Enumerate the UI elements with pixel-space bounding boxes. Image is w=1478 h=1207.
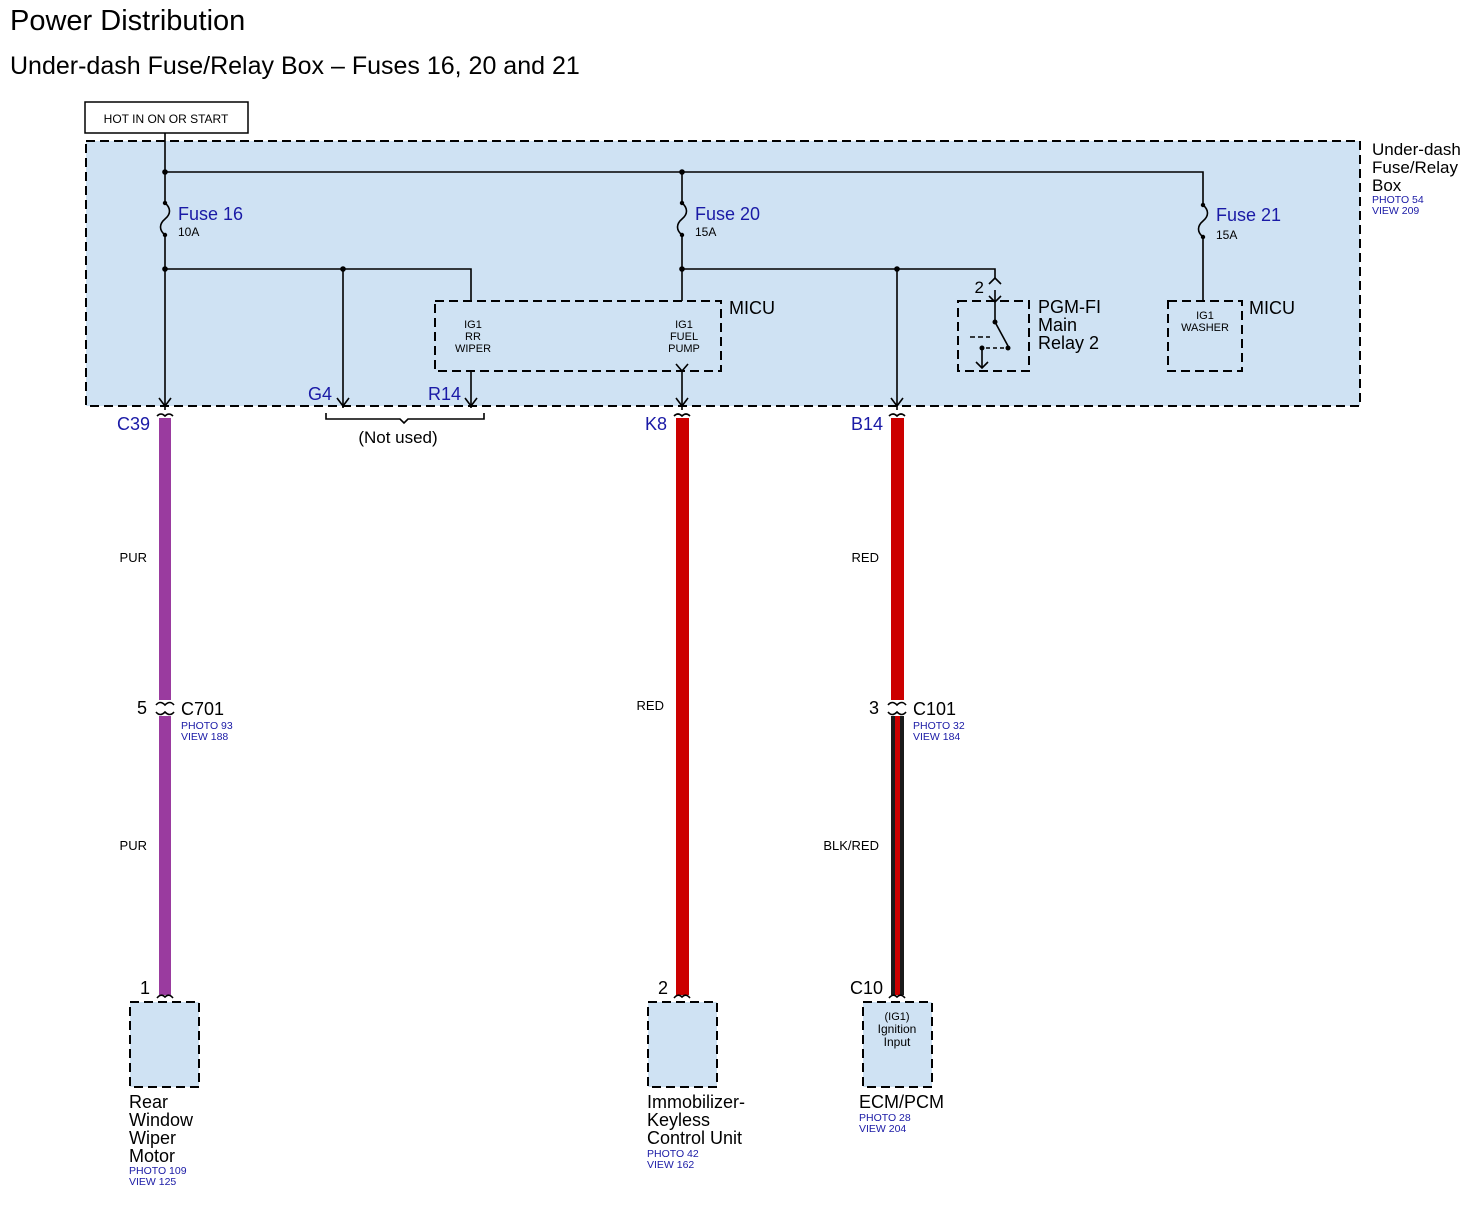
pur-wire-upper [159,418,171,700]
terminal-g4: G4 [308,384,332,404]
micu-right-in-line1: IG1 [1196,310,1214,322]
micu-in2-line1: IG1 [675,319,693,331]
wiper-view-ref: VIEW 125 [129,1176,176,1188]
wire-label-red-k8: RED [637,698,664,713]
fuse-box-name-line2: Fuse/Relay [1372,158,1458,177]
immobilizer-photo-ref: PHOTO 42 [647,1148,699,1160]
ecm-input-line3: Input [884,1035,911,1049]
relay-name-line1: PGM-FI [1038,297,1101,317]
c101-photo-ref: PHOTO 32 [913,720,965,732]
micu-in1-line3: WIPER [455,343,491,355]
fuse-box-name-line1: Under-dash [1372,140,1461,159]
connector-cups-top [156,413,906,418]
fuse16-branch [165,268,472,301]
fuse20-branch [682,268,996,278]
ecm-input-line2: Ignition [878,1022,917,1036]
c101-connector-symbol [887,701,907,716]
wire-label-pur-upper: PUR [120,550,147,565]
fuse-box-name-line3: Box [1372,176,1402,195]
c701-view-ref: VIEW 188 [181,731,228,743]
fuse-box-photo-ref: PHOTO 54 [1372,194,1424,206]
relay-name-line3: Relay 2 [1038,333,1099,353]
fuse21-symbol [1197,202,1209,240]
c701-name: C701 [181,699,224,719]
ecm-photo-ref: PHOTO 28 [859,1112,911,1124]
wiper-motor-box [129,1001,200,1088]
immobilizer-pin: 2 [658,978,668,998]
micu-right-label: MICU [1249,298,1295,318]
terminal-c39: C39 [117,414,150,434]
c101-name: C101 [913,699,956,719]
blk-red-wire-stripe [895,716,900,995]
fuse16-name: Fuse 16 [178,204,243,224]
fuse16-rating: 10A [178,225,199,239]
immobilizer-name-line2: Keyless [647,1110,710,1130]
arrowheads [158,363,904,408]
fuse16-symbol [159,200,171,238]
ecm-view-ref: VIEW 204 [859,1123,906,1135]
page-title: Power Distribution [10,5,245,37]
ecm-name: ECM/PCM [859,1092,944,1112]
micu-left-label: MICU [729,298,775,318]
fuse20-rating: 15A [695,225,716,239]
relay-pin: 2 [975,278,984,297]
power-source-label: HOT IN ON OR START [104,112,229,126]
fuse21-name: Fuse 21 [1216,205,1281,225]
red-wire-k8 [676,418,689,995]
wiper-name-line1: Rear [129,1092,168,1112]
not-used-label: (Not used) [358,428,437,447]
fuse21-rating: 15A [1216,228,1237,242]
wiper-name-line4: Motor [129,1146,175,1166]
not-used-brace [325,413,485,425]
c701-pin: 5 [137,698,147,718]
c101-view-ref: VIEW 184 [913,731,960,743]
ecm-box [862,1001,933,1088]
terminal-r14: R14 [428,384,461,404]
wire-label-pur-lower: PUR [120,838,147,853]
c701-connector-symbol [155,701,175,716]
micu-in1-line2: RR [465,331,481,343]
fuse-relay-box [85,140,1361,407]
ecm-pin: C10 [850,978,883,998]
wiper-pin: 1 [140,978,150,998]
micu-in1-line1: IG1 [464,319,482,331]
relay-switch-symbol [970,276,1011,370]
wire-label-red-b14: RED [852,550,879,565]
fuse-box-view-ref: VIEW 209 [1372,205,1419,217]
power-source-box [84,101,249,134]
c101-pin: 3 [869,698,879,718]
page-subtitle: Under-dash Fuse/Relay Box – Fuses 16, 20… [10,52,580,80]
immobilizer-name-line3: Control Unit [647,1128,742,1148]
wiper-name-line2: Window [129,1110,194,1130]
relay-name-line2: Main [1038,315,1077,335]
immobilizer-view-ref: VIEW 162 [647,1159,694,1171]
junction [679,266,685,272]
junction [162,266,168,272]
ecm-input-line1: (IG1) [884,1011,909,1023]
micu-in2-line3: PUMP [668,343,700,355]
red-wire-b14 [891,418,904,700]
micu-left-box [434,300,722,372]
immobilizer-name-line1: Immobilizer- [647,1092,745,1112]
micu-right-box [1167,300,1243,372]
wire-label-blk-red: BLK/RED [823,838,879,853]
wires [159,418,904,995]
terminal-b14: B14 [851,414,883,434]
wiper-name-line3: Wiper [129,1128,176,1148]
micu-in2-line2: FUEL [670,331,698,343]
fuse20-name: Fuse 20 [695,204,760,224]
pur-wire-lower [159,716,171,995]
micu-right-in-line2: WASHER [1181,322,1229,334]
immobilizer-box [647,1001,718,1088]
c701-photo-ref: PHOTO 93 [181,720,233,732]
terminal-k8: K8 [645,414,667,434]
connector-cups-bottom [156,994,906,999]
wiper-photo-ref: PHOTO 109 [129,1165,187,1177]
